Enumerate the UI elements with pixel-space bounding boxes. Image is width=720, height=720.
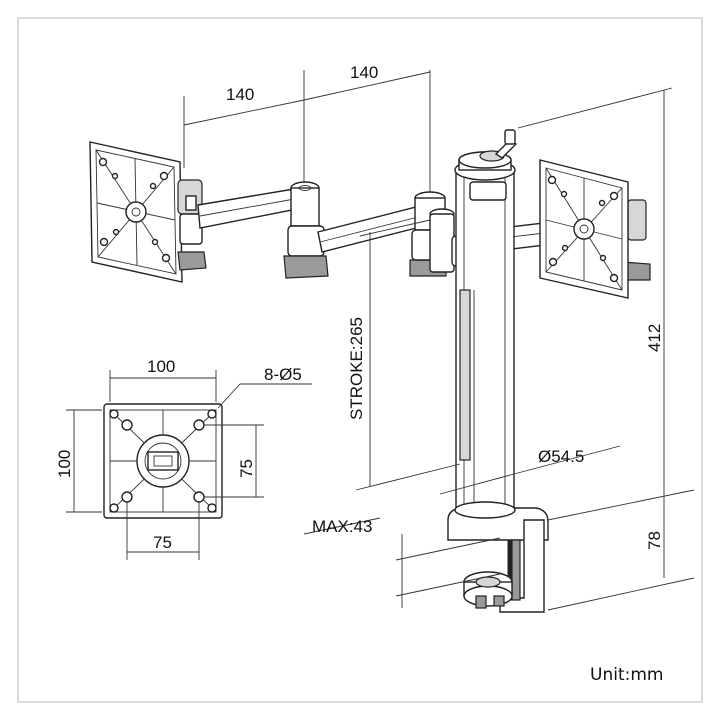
arm-segment-1 [197,187,303,229]
middle-joint [283,181,329,279]
desk-max-label: MAX:43 [312,517,372,536]
desk-clamp [447,501,549,613]
stroke-dimension-lines [355,219,461,491]
left-tilt-hinge [177,179,207,271]
drawing-border [17,17,703,703]
vesa-inner-height-label: 75 [237,459,256,478]
vesa-height-label: 100 [55,450,74,478]
clamp-knob [463,571,513,609]
right-vesa-plate [539,159,629,299]
clamp-height-label: 78 [645,531,664,550]
arm-dimension-lines [183,70,431,195]
unit-label: Unit:mm [590,665,663,685]
arm-segment-2 [317,205,425,253]
arm-length-2-label: 140 [350,63,378,82]
arm-length-1-label: 140 [226,85,254,104]
pole-top-cap [454,129,518,201]
stroke-label: STROKE:265 [347,317,366,420]
desk-max-dimension-lines [303,517,501,608]
vesa-holes-label: 8-Ø5 [264,365,302,384]
pole-diameter-leader [439,445,621,495]
height-total-label: 412 [645,324,664,352]
pole-diameter-label: Ø54.5 [538,447,584,466]
left-vesa-plate [89,141,183,283]
vesa-inner-width-label: 75 [153,533,172,552]
vesa-width-label: 100 [147,357,175,376]
pole [455,169,515,511]
height-dimension-lines [517,87,695,611]
vesa-detail-dimension-lines [66,370,312,560]
right-tilt-hinge [621,199,651,281]
vesa-detail [103,403,223,519]
